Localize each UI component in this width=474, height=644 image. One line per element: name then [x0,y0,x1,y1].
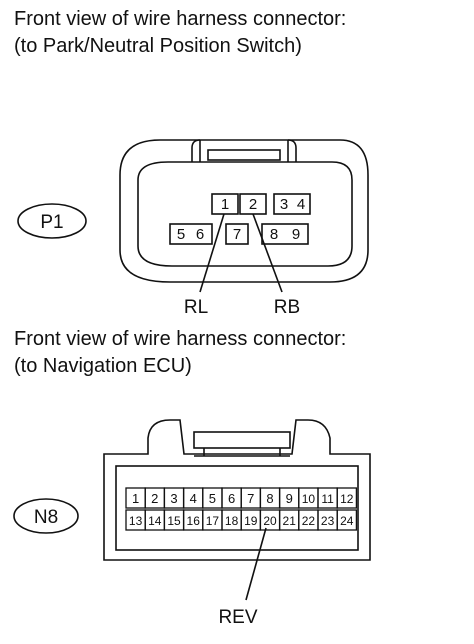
caption-line-2: (to Navigation ECU) [14,355,192,377]
pin-label-17: 17 [206,514,220,528]
pin-cell-1 [211,193,239,215]
pin-label-19: 19 [244,514,258,528]
pin-label-4: 4 [297,196,305,213]
pin-label-2: 2 [249,196,257,213]
pin-label-20: 20 [263,514,277,528]
pin-label-14: 14 [148,514,162,528]
pin-label-11: 11 [321,492,334,506]
caption-line-1: Front view of wire harness connector: [14,328,347,350]
pin-cell-5-6 [169,223,213,245]
pin-label-2: 2 [151,491,158,506]
pin-label-1: 1 [221,196,229,213]
pin-label-13: 13 [129,514,143,528]
wire-label-rl: RL [184,297,208,318]
caption-line-2: (to Park/Neutral Position Switch) [14,35,302,57]
pin-label-5: 5 [177,226,185,243]
pin-cell-12 [336,487,358,509]
pin-label-9: 9 [286,491,293,506]
pin-label-5: 5 [209,491,216,506]
wire-leader-rev [245,527,267,601]
pin-label-23: 23 [321,514,335,528]
wire-label-rev: REV [218,607,257,628]
connector-id-p1: P1 [40,212,63,233]
pin-label-15: 15 [167,514,181,528]
pin-cell-7 [225,223,249,245]
pin-cell-8-9 [261,223,309,245]
pin-label-4: 4 [190,491,197,506]
pin-label-12: 12 [340,492,354,506]
pin-label-24: 24 [340,514,354,528]
connector-p1-housing [119,139,369,283]
pin-label-7: 7 [233,226,241,243]
pin-label-10: 10 [302,492,316,506]
pin-label-22: 22 [302,514,316,528]
pin-label-6: 6 [196,226,204,243]
pin-label-7: 7 [247,491,254,506]
caption-line-1: Front view of wire harness connector: [14,8,347,30]
pin-label-8: 8 [266,491,273,506]
connector-n8-caption: Front view of wire harness connector: (t… [14,326,346,380]
pin-cell-3-4 [273,193,311,215]
pin-label-3: 3 [280,196,288,213]
pin-label-6: 6 [228,491,235,506]
wire-leader-rl [199,213,225,293]
connector-n8-housing [103,419,371,561]
pin-label-16: 16 [187,514,201,528]
pin-label-1: 1 [132,491,139,506]
pin-label-9: 9 [292,226,300,243]
pin-label-18: 18 [225,514,239,528]
pin-label-8: 8 [270,226,278,243]
connector-p1-caption: Front view of wire harness connector: (t… [14,6,346,60]
pin-label-3: 3 [170,491,177,506]
connector-id-badge-p1 [17,203,87,239]
connector-id-n8: N8 [34,507,58,528]
wire-leader-rb [252,213,283,293]
wire-label-rb: RB [274,297,300,318]
pin-cell-24 [336,509,358,531]
pin-label-21: 21 [283,514,297,528]
connector-id-badge-n8 [13,498,79,534]
